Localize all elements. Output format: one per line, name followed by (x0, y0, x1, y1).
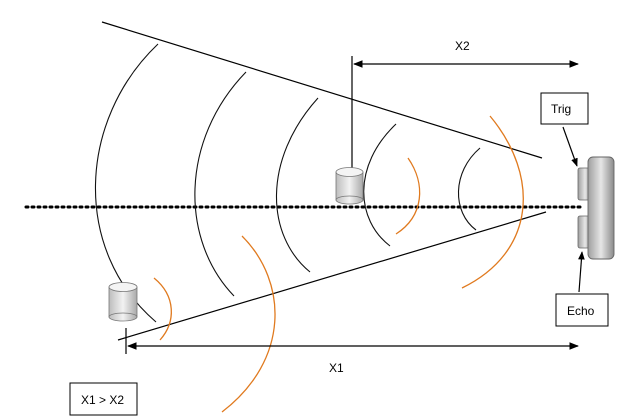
beam-lower-edge (117, 211, 547, 341)
near-object-cylinder (335, 167, 364, 205)
trig-label: Trig (551, 102, 571, 116)
emitted-wave-5 (457, 147, 481, 231)
x1-label: X1 (329, 361, 344, 375)
echo-label: Echo (567, 304, 595, 318)
emitted-wave-1 (94, 43, 159, 323)
reflected-wave-near-2 (461, 115, 524, 289)
echo-callout-box (555, 293, 609, 327)
trig-callout-box (540, 92, 589, 125)
beam-upper-edge (101, 21, 543, 159)
ultrasonic-sensor (577, 156, 615, 260)
reflected-wave-far-2 (221, 235, 276, 413)
emitted-wave-2 (194, 71, 247, 297)
emitted-wave-3 (276, 97, 319, 273)
trig-pointer (562, 126, 578, 167)
relation-label: X1 > X2 (81, 393, 124, 407)
relation-box (69, 382, 138, 416)
far-object-cylinder (108, 282, 138, 322)
sensor-body (587, 156, 615, 260)
x2-label: X2 (455, 39, 470, 53)
reflected-wave-far-1 (153, 277, 172, 341)
reflected-wave-near-1 (395, 157, 421, 235)
echo-pointer (578, 251, 585, 293)
emitted-wave-4 (363, 123, 397, 247)
